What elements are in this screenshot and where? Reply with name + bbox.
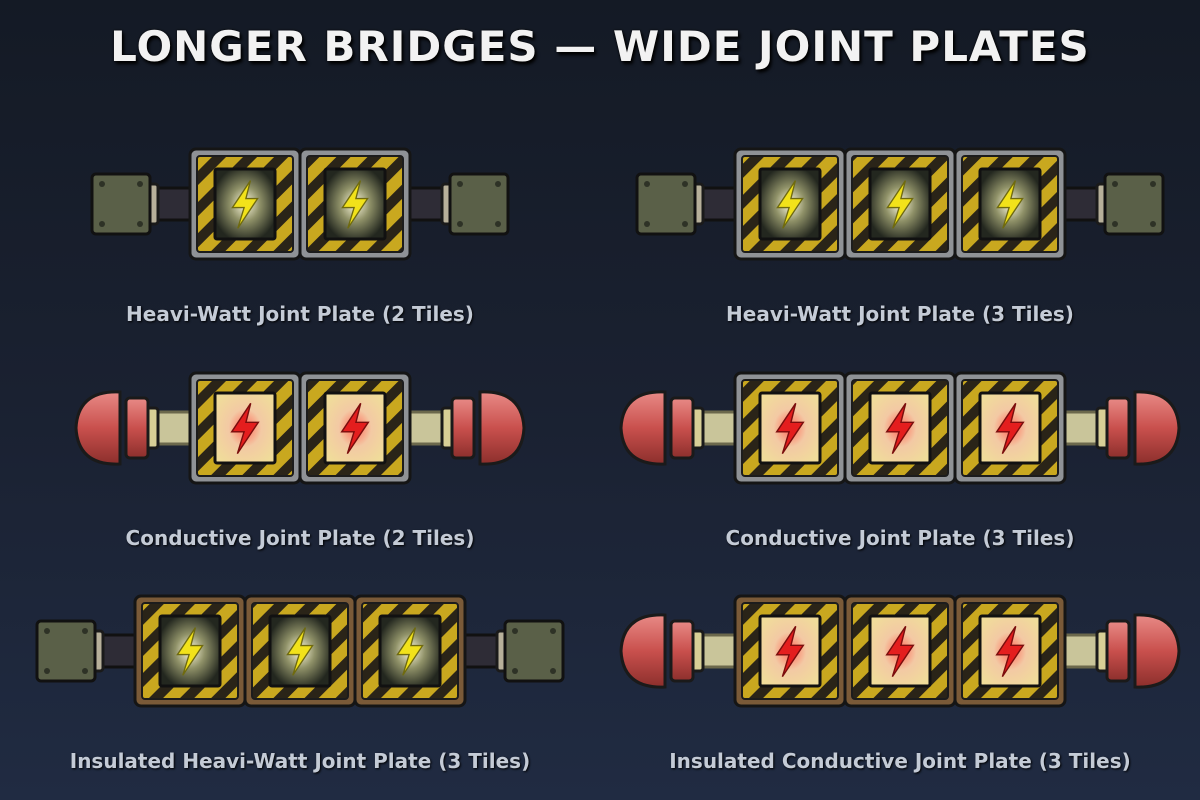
lightning-bolt-icon <box>176 627 204 676</box>
lightning-bolt-icon <box>396 627 424 676</box>
connector-left <box>619 613 695 689</box>
lightning-bolt-icon <box>995 625 1025 678</box>
joint-plate-sprite <box>90 147 510 261</box>
lightning-bolt-icon <box>886 180 914 229</box>
plate-tile <box>298 147 412 261</box>
plate-tile <box>953 147 1067 261</box>
connector-left <box>635 172 697 236</box>
connector-right <box>1105 390 1181 466</box>
plate-tile <box>733 594 847 708</box>
joint-plate-sprite <box>635 147 1165 261</box>
item-label: Heavi-Watt Joint Plate (3 Tiles) <box>726 302 1074 326</box>
item-card-insulated-heavi-watt-3[interactable]: Insulated Heavi-Watt Joint Plate (3 Tile… <box>0 567 600 791</box>
lightning-bolt-icon <box>996 180 1024 229</box>
connector-left <box>619 390 695 466</box>
lightning-bolt-icon <box>231 180 259 229</box>
lightning-bolt-icon <box>885 402 915 455</box>
plate-tile <box>133 594 247 708</box>
connector-left <box>90 172 152 236</box>
plate-tile <box>843 594 957 708</box>
page-title: LONGER BRIDGES — WIDE JOINT PLATES <box>110 22 1090 71</box>
connector-right <box>503 619 565 683</box>
connector-right <box>448 172 510 236</box>
connector-right <box>1105 613 1181 689</box>
plate-tile <box>188 371 302 485</box>
lightning-bolt-icon <box>230 402 260 455</box>
item-card-conductive-3[interactable]: Conductive Joint Plate (3 Tiles) <box>600 344 1200 568</box>
joint-plate-sprite <box>619 594 1181 708</box>
plate-tile <box>733 147 847 261</box>
connector-left <box>35 619 97 683</box>
lightning-bolt-icon <box>776 180 804 229</box>
item-label: Conductive Joint Plate (2 Tiles) <box>125 526 475 550</box>
item-card-insulated-conductive-3[interactable]: Insulated Conductive Joint Plate (3 Tile… <box>600 567 1200 791</box>
lightning-bolt-icon <box>340 402 370 455</box>
connector-right <box>450 390 526 466</box>
item-card-heavi-watt-3[interactable]: Heavi-Watt Joint Plate (3 Tiles) <box>600 120 1200 344</box>
item-label: Heavi-Watt Joint Plate (2 Tiles) <box>126 302 474 326</box>
connector-left <box>74 390 150 466</box>
plate-tile <box>298 371 412 485</box>
item-label: Conductive Joint Plate (3 Tiles) <box>725 526 1075 550</box>
plate-tile <box>353 594 467 708</box>
plate-tile <box>843 147 957 261</box>
lightning-bolt-icon <box>885 625 915 678</box>
item-card-heavi-watt-2[interactable]: Heavi-Watt Joint Plate (2 Tiles) <box>0 120 600 344</box>
plate-tile <box>188 147 302 261</box>
joint-plate-sprite <box>74 371 526 485</box>
plate-tile <box>243 594 357 708</box>
plate-tile <box>953 594 1067 708</box>
item-card-conductive-2[interactable]: Conductive Joint Plate (2 Tiles) <box>0 344 600 568</box>
plate-tile <box>733 371 847 485</box>
plate-tile <box>953 371 1067 485</box>
lightning-bolt-icon <box>286 627 314 676</box>
item-label: Insulated Conductive Joint Plate (3 Tile… <box>669 749 1131 773</box>
lightning-bolt-icon <box>775 625 805 678</box>
connector-right <box>1103 172 1165 236</box>
lightning-bolt-icon <box>995 402 1025 455</box>
item-label: Insulated Heavi-Watt Joint Plate (3 Tile… <box>69 749 531 773</box>
lightning-bolt-icon <box>341 180 369 229</box>
joint-plate-sprite <box>619 371 1181 485</box>
plate-tile <box>843 371 957 485</box>
lightning-bolt-icon <box>775 402 805 455</box>
joint-plate-sprite <box>35 594 565 708</box>
